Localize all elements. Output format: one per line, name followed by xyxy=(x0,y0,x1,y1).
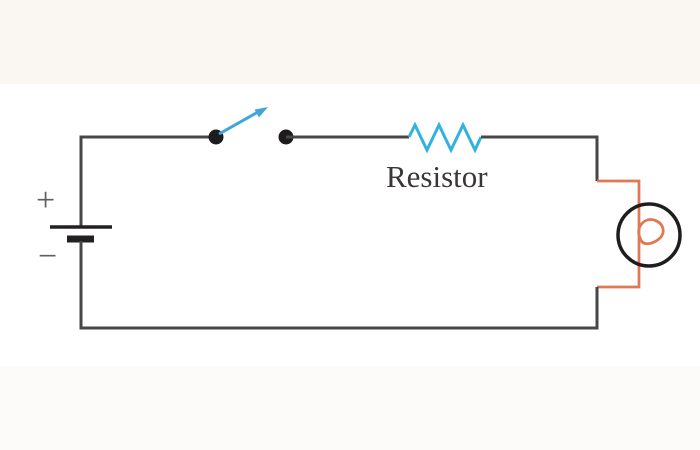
resistor-label: Resistor xyxy=(386,159,488,194)
switch-arrow-head-icon xyxy=(254,107,268,118)
lamp-filament-loop xyxy=(637,218,665,246)
wire-resistor-to-lamp xyxy=(481,135,599,181)
lamp-symbol xyxy=(597,179,682,289)
switch-open-symbol xyxy=(208,107,294,145)
top-background-band xyxy=(0,0,700,84)
battery-symbol xyxy=(50,135,216,243)
bottom-background-band xyxy=(0,366,700,450)
resistor-zigzag-symbol xyxy=(407,121,483,154)
battery-negative-label: − xyxy=(38,238,58,275)
wire-lamp-to-battery-return xyxy=(79,241,599,330)
battery-positive-label: + xyxy=(36,182,56,219)
switch-arrow-shaft xyxy=(218,110,259,136)
wire-battery-to-switch xyxy=(79,135,216,226)
lamp-bulb-outline xyxy=(616,202,682,268)
